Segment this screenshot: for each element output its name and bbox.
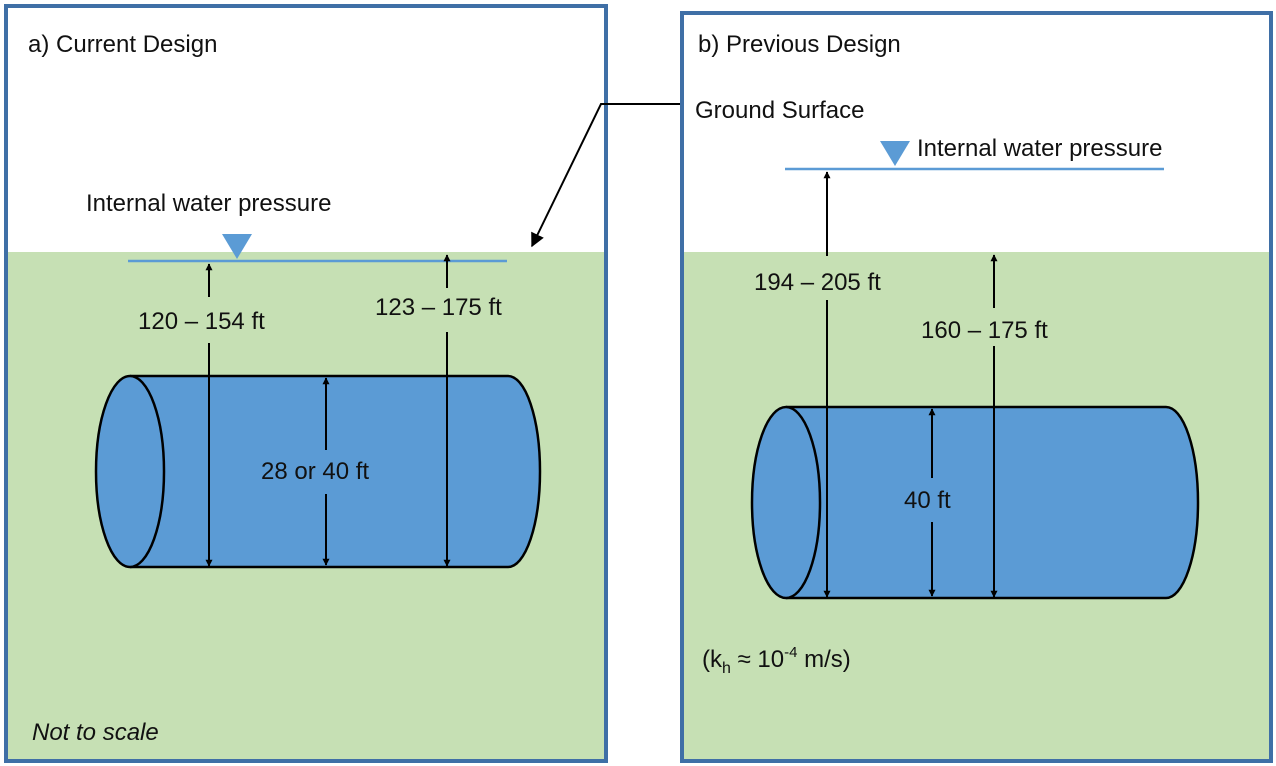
panel-a-border [4, 4, 608, 763]
water-level-marker-b [880, 141, 910, 166]
ground-surface-label: Ground Surface [695, 97, 864, 124]
depth-label-left-a: 120 – 154 ft [138, 308, 265, 335]
not-to-scale-note: Not to scale [32, 719, 159, 746]
panel-a-title: a) Current Design [28, 31, 217, 58]
diameter-label-a: 28 or 40 ft [261, 458, 369, 485]
water-pressure-label-b: Internal water pressure [917, 135, 1162, 162]
panel-b-title: b) Previous Design [698, 31, 901, 58]
panel-previous-design: b) Previous Design Ground Surface Intern… [680, 11, 1273, 763]
water-level-marker-a [222, 234, 252, 259]
depth-label-left-b: 194 – 205 ft [754, 269, 881, 296]
ground-surface-leader [531, 103, 680, 248]
panel-b-border [680, 11, 1273, 763]
diameter-label-b: 40 ft [904, 487, 951, 514]
depth-label-right-b: 160 – 175 ft [921, 317, 1048, 344]
water-pressure-label-a: Internal water pressure [86, 190, 331, 217]
depth-label-right-a: 123 – 175 ft [375, 294, 502, 321]
hydraulic-conductivity-label: (kh ≈ 10-4 m/s) [702, 644, 851, 677]
tunnel-cylinder-b [750, 405, 1200, 600]
tunnel-cylinder-a [94, 374, 542, 569]
panel-current-design: a) Current Design Internal water pressur… [4, 4, 608, 763]
